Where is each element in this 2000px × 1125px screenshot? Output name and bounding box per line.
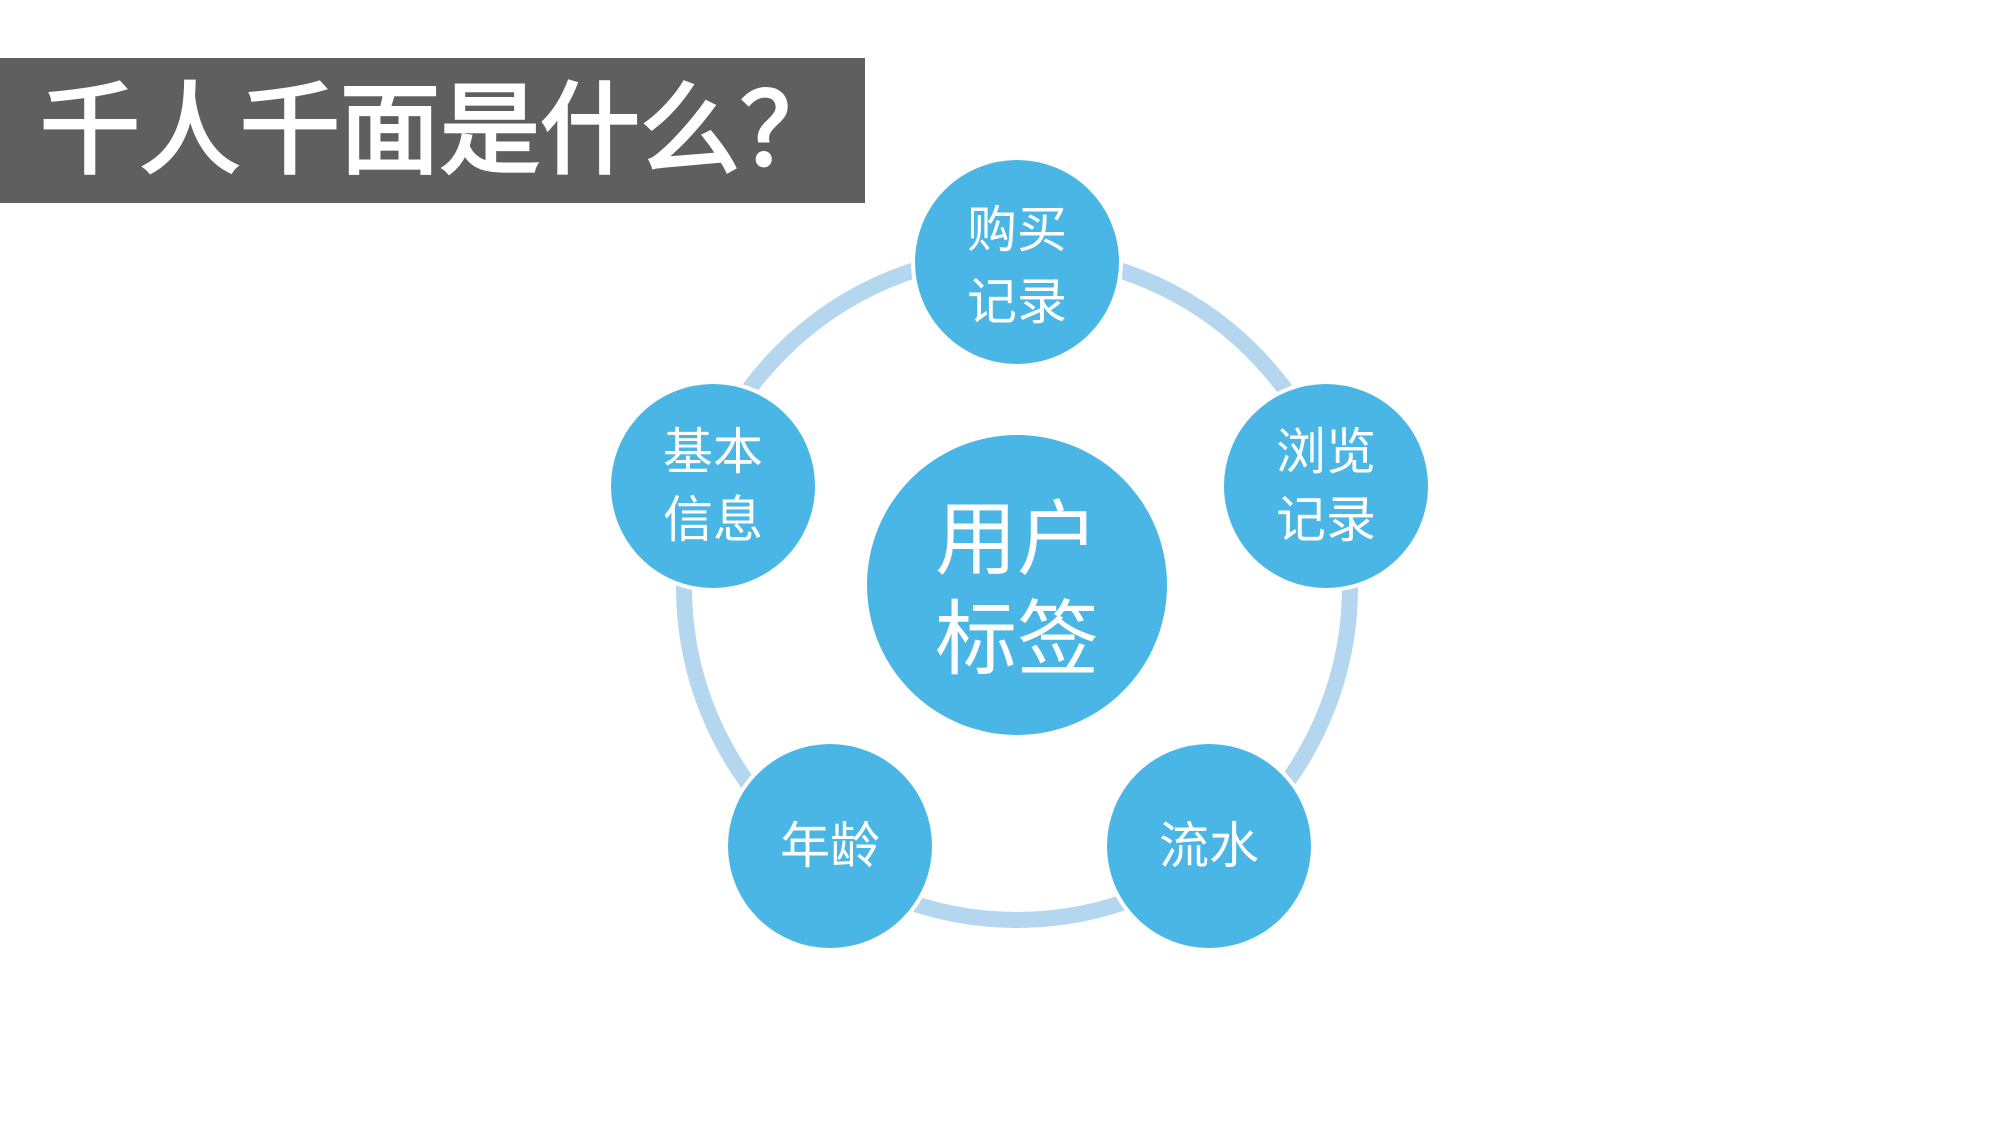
page-title: 千人千面是什么？ — [40, 72, 840, 189]
node-purchase-record-label-line-1: 购买 — [967, 201, 1067, 259]
node-basic-info-label-line-1: 基本 — [663, 423, 763, 481]
node-flow-label: 流水 — [1159, 817, 1259, 875]
node-age-label: 年龄 — [780, 817, 880, 875]
node-purchase-record: 购买 记录 — [911, 156, 1123, 368]
node-purchase-record-label-line-2: 记录 — [967, 273, 1067, 331]
center-node: 用户 标签 — [867, 435, 1167, 735]
node-age-circle — [724, 740, 936, 952]
node-basic-info-label-line-2: 信息 — [663, 491, 763, 549]
node-flow: 流水 — [1103, 740, 1315, 952]
node-flow-circle — [1103, 740, 1315, 952]
node-browse-record-label-line-2: 记录 — [1276, 491, 1376, 549]
node-age: 年龄 — [724, 740, 936, 952]
title-bar: 千人千面是什么？ — [0, 58, 865, 203]
node-basic-info-circle — [607, 380, 819, 592]
center-node-label-line-1: 用户 — [935, 493, 1099, 588]
node-browse-record-label-line-1: 浏览 — [1276, 423, 1376, 481]
center-node-circle — [867, 435, 1167, 735]
node-browse-record: 浏览 记录 — [1220, 380, 1432, 592]
center-node-label-line-2: 标签 — [935, 593, 1099, 688]
node-purchase-record-circle — [911, 156, 1123, 368]
node-basic-info: 基本 信息 — [607, 380, 819, 592]
node-browse-record-circle — [1220, 380, 1432, 592]
